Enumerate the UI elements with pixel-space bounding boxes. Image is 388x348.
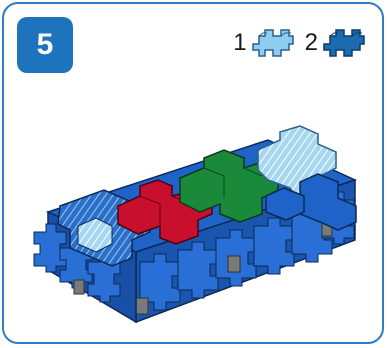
brick-model-illustration [0, 0, 388, 348]
